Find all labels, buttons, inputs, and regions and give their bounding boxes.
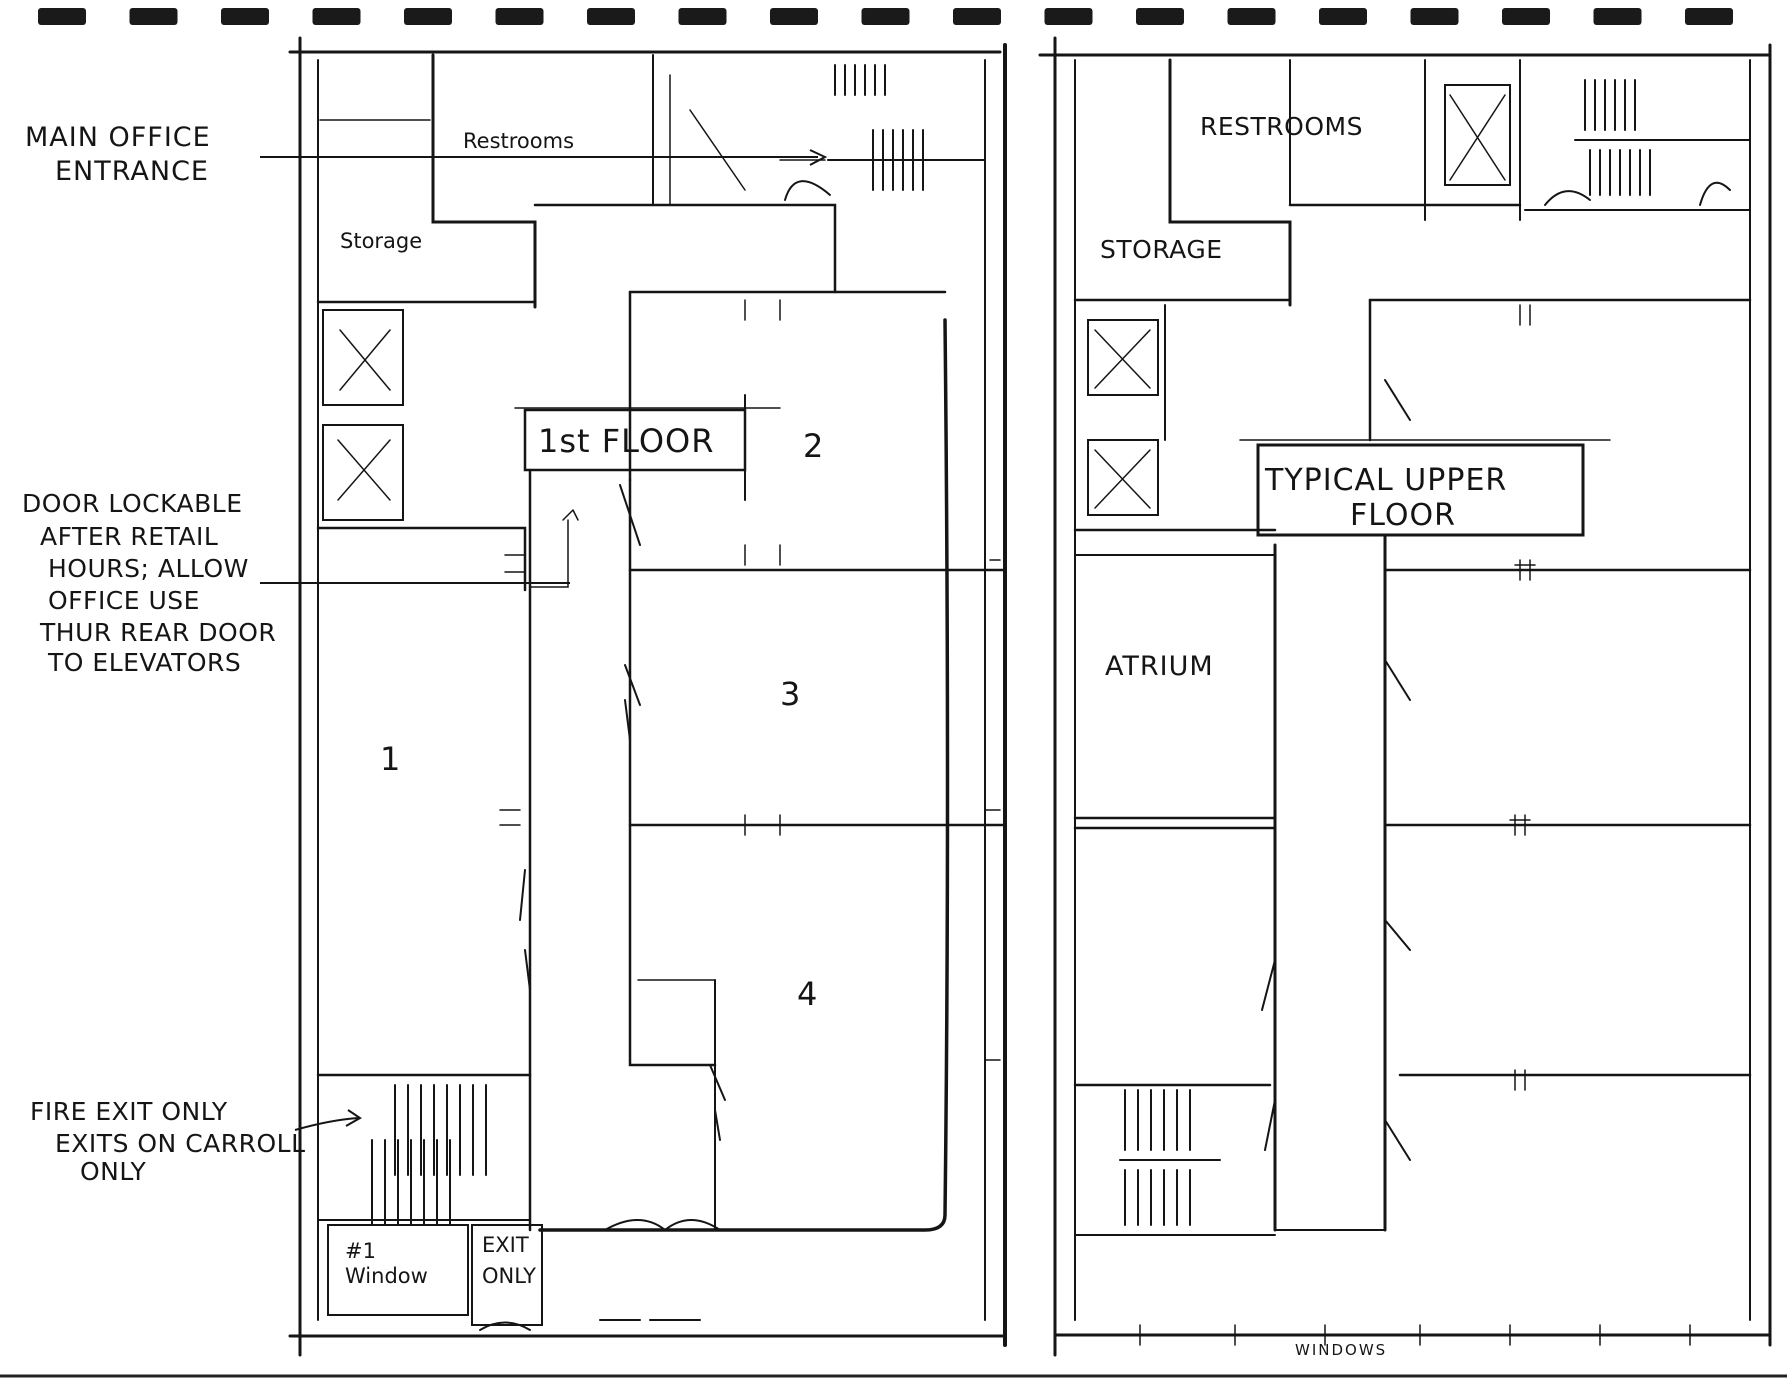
binder-hole — [861, 8, 910, 25]
binder-hole — [1593, 8, 1642, 25]
exit-box-line1: EXIT — [482, 1233, 529, 1257]
atrium-label: ATRIUM — [1105, 651, 1214, 682]
binder-hole — [1044, 8, 1093, 25]
room-3-label: 3 — [780, 675, 800, 713]
fire-exit-line3: ONLY — [80, 1157, 146, 1186]
binder-hole — [1136, 8, 1184, 25]
binder-hole — [1502, 8, 1550, 25]
binder-hole — [770, 8, 818, 25]
exit-box-line2: ONLY — [482, 1264, 536, 1288]
room-2-label: 2 — [803, 427, 823, 465]
upper-floor-restrooms-label: RESTROOMS — [1200, 112, 1363, 141]
binder-hole — [495, 8, 544, 25]
door-lockable-line5: THUR REAR DOOR — [39, 618, 276, 647]
binder-hole — [1319, 8, 1367, 25]
fire-exit-line2: EXITS ON CARROLL — [55, 1129, 306, 1158]
main-office-entrance-line2: ENTRANCE — [55, 156, 209, 187]
binder-holes — [38, 8, 1733, 25]
upper-floor-title-line1: TYPICAL UPPER — [1264, 463, 1507, 498]
leader-lines — [260, 149, 828, 1131]
binder-hole — [404, 8, 452, 25]
binder-hole — [1227, 8, 1276, 25]
upper-floor-storage-label: STORAGE — [1100, 235, 1223, 264]
upper-floor-plan — [1038, 36, 1772, 1357]
first-floor-storage-label: Storage — [340, 229, 422, 253]
binder-hole — [1685, 8, 1733, 25]
binder-hole — [129, 8, 178, 25]
upper-floor-title-line2: FLOOR — [1350, 498, 1456, 533]
first-floor-plan — [288, 36, 1007, 1357]
door-lockable-line2: AFTER RETAIL — [40, 522, 218, 551]
binder-hole — [953, 8, 1001, 25]
windows-label: WINDOWS — [1295, 1341, 1387, 1359]
binder-hole — [678, 8, 727, 25]
door-lockable-line4: OFFICE USE — [48, 586, 200, 615]
room-1-label: 1 — [380, 740, 400, 778]
first-floor-title: 1st FLOOR — [538, 422, 714, 460]
binder-hole — [38, 8, 86, 25]
window-box-line2: Window — [345, 1264, 428, 1288]
binder-hole — [587, 8, 635, 25]
first-floor-restrooms-label: Restrooms — [463, 129, 574, 153]
door-lockable-line1: DOOR LOCKABLE — [22, 489, 243, 518]
room-4-label: 4 — [797, 975, 817, 1013]
binder-hole — [312, 8, 361, 25]
door-lockable-line3: HOURS; ALLOW — [48, 554, 249, 583]
binder-hole — [1410, 8, 1459, 25]
binder-hole — [221, 8, 269, 25]
door-lockable-line6: TO ELEVATORS — [47, 648, 241, 677]
main-office-entrance-line1: MAIN OFFICE — [25, 122, 211, 153]
window-box-line1: #1 — [345, 1239, 376, 1263]
fire-exit-line1: FIRE EXIT ONLY — [30, 1097, 228, 1126]
